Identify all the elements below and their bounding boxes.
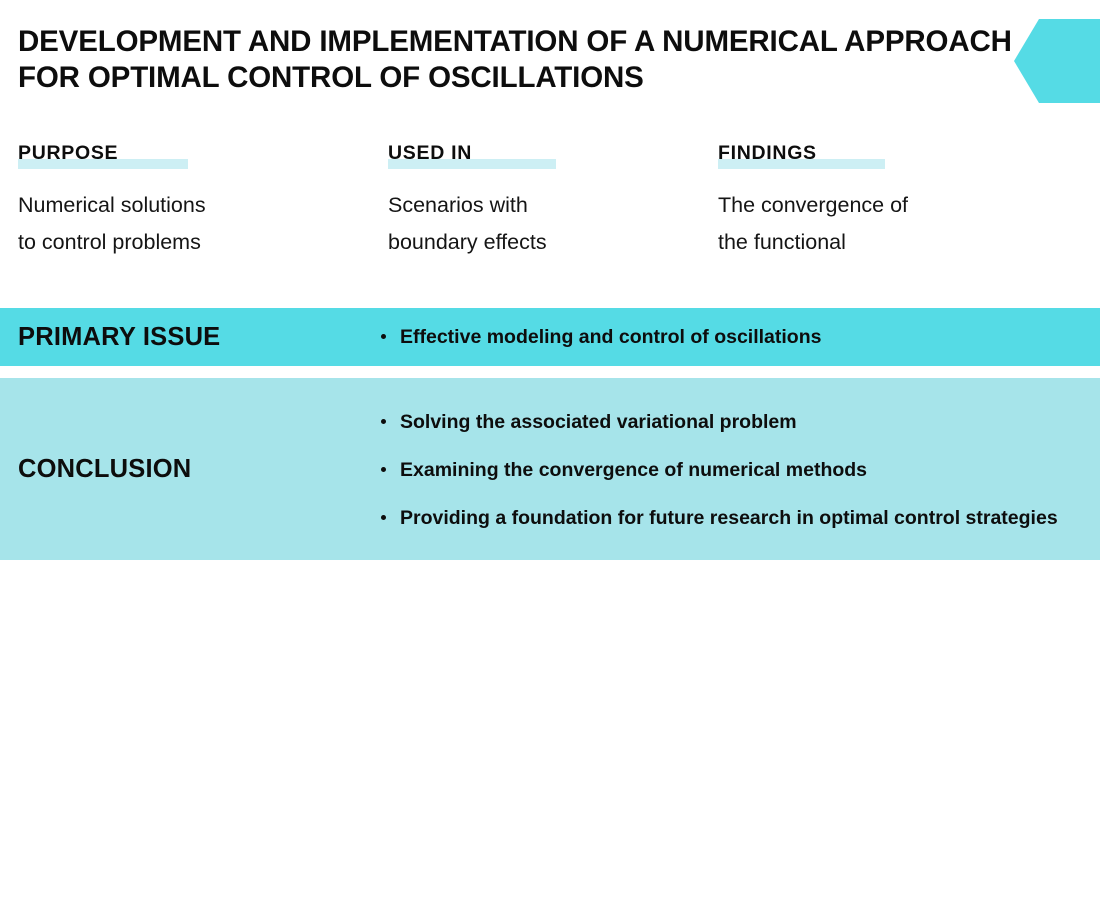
bullet-dot-icon: [381, 467, 386, 472]
hexagon-accent-icon: [1014, 19, 1100, 103]
list-item: Providing a foundation for future resear…: [380, 506, 1090, 530]
bullet-dot-icon: [381, 515, 386, 520]
column-heading-wrap: FINDINGS: [718, 141, 885, 170]
summary-column-used-in: USED IN Scenarios with boundary effects: [388, 141, 728, 261]
title-area: DEVELOPMENT AND IMPLEMENTATION OF A NUME…: [0, 0, 1100, 122]
column-heading-wrap: USED IN: [388, 141, 556, 170]
list-item-label: Solving the associated variational probl…: [400, 411, 797, 433]
summary-column-findings: FINDINGS The convergence of the function…: [718, 141, 1058, 261]
page-title: DEVELOPMENT AND IMPLEMENTATION OF A NUME…: [18, 25, 1012, 94]
column-body-findings: The convergence of the functional: [718, 193, 909, 254]
heading-highlight-bar: [388, 159, 556, 169]
column-heading-wrap: PURPOSE: [18, 141, 188, 170]
column-body-purpose: Numerical solutions to control problems: [18, 193, 206, 254]
heading-highlight-bar: [718, 159, 885, 169]
list-item-label: Effective modeling and control of oscill…: [400, 326, 822, 348]
bullet-dot-icon: [381, 334, 386, 339]
primary-issue-band: PRIMARY ISSUE Effective modeling and con…: [0, 308, 1100, 366]
bullet-dot-icon: [381, 419, 386, 424]
list-item-label: Providing a foundation for future resear…: [400, 507, 1058, 529]
primary-issue-list: Effective modeling and control of oscill…: [380, 325, 1100, 349]
list-item: Effective modeling and control of oscill…: [380, 325, 1100, 349]
list-item: Solving the associated variational probl…: [380, 410, 1100, 434]
heading-highlight-bar: [18, 159, 188, 169]
conclusion-list: Solving the associated variational probl…: [380, 408, 1100, 530]
hexagon-accent-shape: [1014, 19, 1100, 103]
column-heading-findings: FINDINGS: [718, 142, 817, 164]
column-body-used-in: Scenarios with boundary effects: [388, 193, 547, 254]
summary-columns: PURPOSE Numerical solutions to control p…: [0, 141, 1100, 291]
band-label-conclusion: CONCLUSION: [18, 454, 192, 483]
list-item: Examining the convergence of numerical m…: [380, 458, 1100, 482]
column-heading-purpose: PURPOSE: [18, 142, 119, 164]
conclusion-band: CONCLUSION Solving the associated variat…: [0, 378, 1100, 560]
column-heading-used-in: USED IN: [388, 142, 472, 164]
summary-column-purpose: PURPOSE Numerical solutions to control p…: [18, 141, 358, 261]
list-item-label: Examining the convergence of numerical m…: [400, 459, 868, 481]
band-label-primary-issue: PRIMARY ISSUE: [18, 322, 221, 351]
